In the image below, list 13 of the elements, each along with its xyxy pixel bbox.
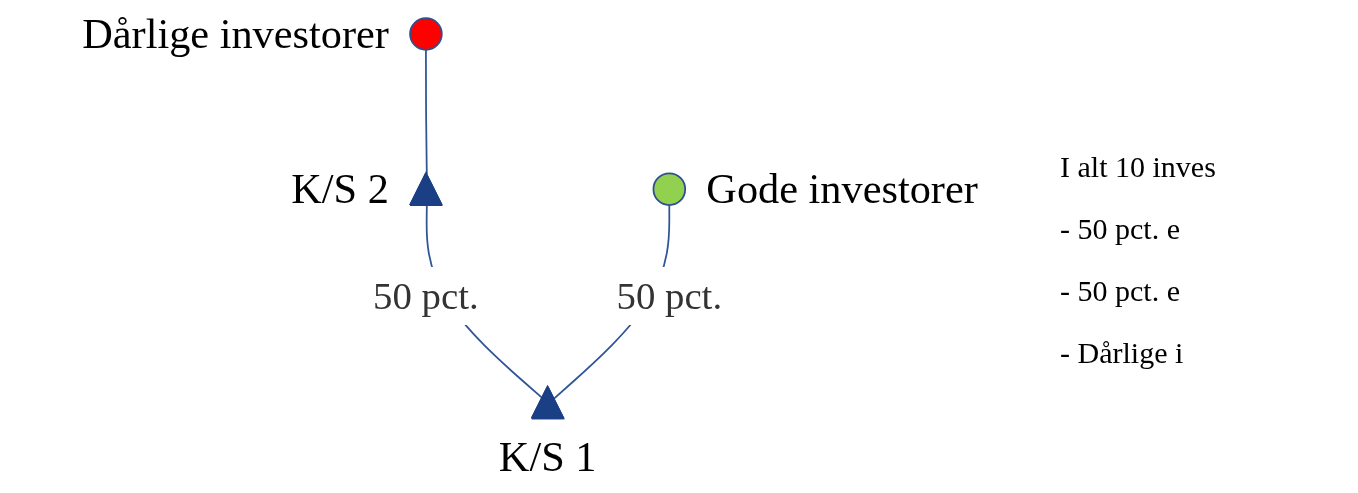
node-caption: Dårlige investorer <box>82 10 389 58</box>
note-text: - 50 pct. e <box>1060 274 1181 308</box>
node-caption: K/S 1 <box>498 433 597 481</box>
note-text: - Dårlige i <box>1060 336 1185 370</box>
note-text: I alt 10 inves <box>1060 150 1217 184</box>
node-caption: K/S 2 <box>291 165 389 213</box>
note-text: - 50 pct. e <box>1060 212 1181 246</box>
node-ellipse <box>409 17 443 51</box>
node-ellipse <box>652 172 687 206</box>
edge-label: 50 pct. <box>616 273 723 318</box>
node-caption: Gode investorer <box>706 165 978 213</box>
edge-label: 50 pct. <box>373 273 479 318</box>
connector <box>425 48 428 176</box>
